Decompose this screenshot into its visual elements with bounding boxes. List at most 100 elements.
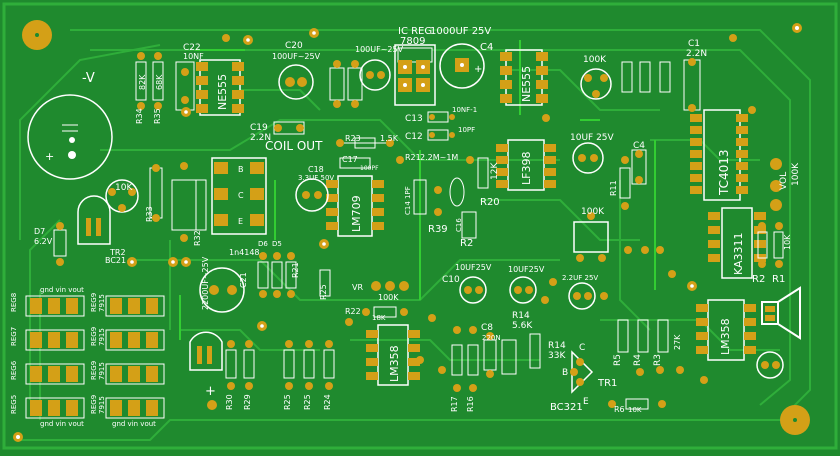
reg9-label-1: REG9	[90, 293, 98, 312]
d6-label: D6	[258, 240, 268, 248]
gnd-vin-vout-bottom: gnd vin vout	[40, 420, 84, 428]
c12-label: C12	[405, 132, 423, 142]
r25-mid-label: R25	[319, 284, 328, 300]
ic-lm358-mid: LM358	[366, 324, 420, 386]
reg7-label: REG7	[10, 327, 18, 346]
c8-val: 220N	[482, 334, 501, 342]
trafo-b-label: B	[238, 165, 244, 174]
r-12k-label: 12K	[490, 162, 500, 180]
minus-v-label: -V	[82, 71, 95, 86]
mounting-holes	[13, 20, 810, 442]
r2-mid-label: R2	[460, 238, 473, 249]
trafo-c-label: C	[238, 191, 244, 200]
c-1n4148-label: 1n4148	[229, 248, 260, 257]
tc4013-label: TC4013	[717, 149, 731, 196]
vol-label: VOL	[779, 172, 789, 190]
capacitor-c4-mid: C4	[631, 141, 647, 185]
c-10uf-25v-label: 10UF 25V	[570, 133, 615, 143]
reg-module-row-4: REG5 REG9 7915	[10, 395, 165, 419]
misc-pads	[127, 28, 756, 384]
reg-module-row-2: REG7 REG9 7915	[10, 327, 165, 351]
vol-pot: VOL 100K	[770, 158, 801, 211]
ic-lm358-right: LM358	[696, 299, 756, 361]
resistors-bottom-left: R30 R29 R25 R25 R24 R25	[225, 269, 335, 410]
c9-val: 10UF25V	[508, 265, 545, 274]
r2-right-label: R2	[752, 274, 765, 285]
r34-label: R34	[135, 108, 144, 124]
r3-val: 27K	[673, 334, 682, 350]
resistor-r21: R21 2.2M~1M	[396, 153, 474, 164]
resistors-r33-r32: R33 R32	[145, 162, 207, 246]
ic-ne555-left: NE555 C22 10NF	[183, 43, 244, 116]
resistors-r34-r35: 82K 68K R34 R35	[135, 52, 164, 124]
resistor-r23: R23 1.5K	[336, 134, 399, 149]
v7915-label-2: 7915	[98, 328, 106, 346]
vr-100k-header: VR 100K	[352, 281, 409, 302]
resistor-r22: R22 18K	[345, 306, 408, 322]
c18-val: 3.3UF 50V	[298, 174, 334, 182]
bc21-label: BC21	[105, 256, 126, 265]
coil-out-label: COIL OUT	[265, 139, 323, 153]
c19-val: 2.2N	[250, 133, 271, 143]
c18-label: C18	[308, 165, 324, 174]
d7-label: D7	[34, 227, 45, 236]
r14-val2: R14	[548, 341, 566, 351]
diode-d7: D7 6.2V	[34, 222, 67, 266]
capacitor-minus-v: -V +	[27, 71, 113, 180]
reg9-label-2: REG9	[90, 327, 98, 346]
trafo-e-label: E	[238, 217, 243, 226]
r6-val: 10K	[628, 406, 642, 414]
r1-label: R1	[772, 274, 785, 285]
c16-label: C16	[455, 218, 463, 232]
ic-tc4013: TC4013	[690, 109, 748, 201]
components-c14-r39: C14 1PF R39 R20 C16 R2 12K	[404, 157, 500, 249]
gnd-vin-vout-top: gnd vin vout	[40, 286, 84, 294]
reg6-label: REG6	[10, 360, 18, 380]
d5-label: D5	[272, 240, 282, 248]
r35-label: R35	[153, 108, 162, 124]
r-100k-top-label: 100K	[583, 55, 607, 65]
c8-label: C8	[481, 323, 493, 333]
v7915-label-3: 7915	[98, 362, 106, 380]
c20-label: C20	[285, 41, 303, 51]
r13-val: 33K	[548, 351, 566, 361]
cap-plus-sign-1000: +	[474, 64, 482, 75]
c20-val: 100UF~25V	[272, 52, 321, 61]
v7915-label-1: 7915	[98, 294, 106, 312]
bc321-label: BC321	[550, 402, 583, 413]
resistors-r5-r4-r3: R5 R4 R3 27K	[613, 319, 682, 376]
r23-label: R23	[345, 134, 361, 143]
transformer-block: B C E	[211, 157, 267, 235]
r11-label: R11	[609, 180, 618, 196]
r3-label: R3	[653, 354, 663, 366]
ic-reg-7809: IC REG 7809 1000UF 25V	[394, 26, 491, 106]
reg9-label-4: REG9	[90, 395, 98, 414]
vr-label: VR	[352, 283, 363, 292]
tr1-c-label: C	[579, 343, 585, 353]
resistors-r17-r16-r15: R17 R16	[450, 326, 479, 412]
r33-label: R33	[145, 206, 154, 222]
c21-label: C21	[239, 272, 248, 288]
pot-100k-mid-label: 100K	[581, 207, 605, 217]
vol-100k-label: 100K	[791, 162, 801, 186]
c17-label: C17	[342, 155, 358, 164]
capacitor-10uf-25v: 10UF 25V	[570, 133, 615, 174]
diodes-top	[329, 60, 363, 108]
c10-val: 10UF25V	[455, 263, 492, 272]
c12-val: 10PF	[458, 126, 475, 134]
capacitor-c21: C21 2200UF~25V 1n4148	[199, 248, 260, 313]
r4-label: R4	[633, 354, 643, 366]
capacitor-plus-sign: +	[45, 150, 54, 163]
reg-module-row-1: REG8 REG9 7915	[10, 293, 165, 317]
ic-lm709: LM709 C17 100PF	[326, 155, 384, 237]
r21-val: 2.2M~1M	[420, 153, 458, 162]
reg-7809-label: 7809	[400, 36, 425, 47]
r22-label: R22	[345, 307, 361, 316]
v7915-label-4: 7915	[98, 396, 106, 414]
capacitor-c1: C1 2.2N	[683, 39, 707, 112]
pot-10k-left: 10K	[105, 179, 139, 213]
components-c8-r14: C8 220N R14 5.6K R14 33K	[481, 311, 566, 378]
r23-val: 1.5K	[380, 134, 399, 143]
r24-label: R24	[323, 394, 332, 410]
